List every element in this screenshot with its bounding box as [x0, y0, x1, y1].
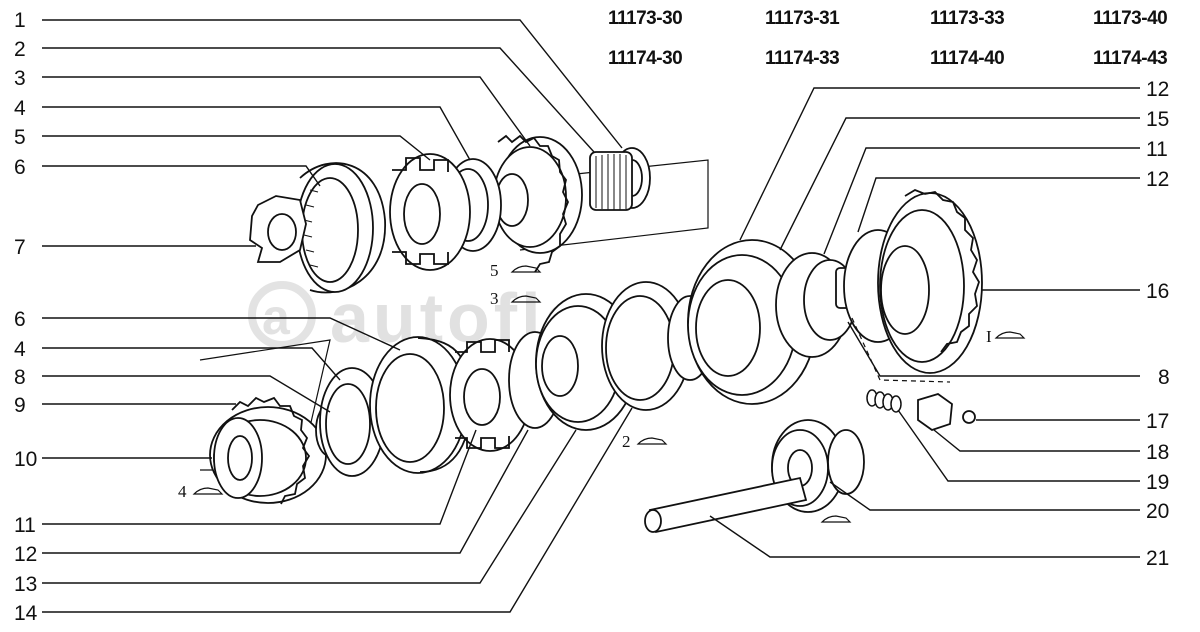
callouts-left: 1 2 3 4 5 6 7 6 4 8 9 10 11 12 13 14	[14, 9, 38, 625]
callout-label: 4	[14, 97, 26, 120]
model-number: 11174-40	[930, 48, 1005, 69]
model-number: 11174-43	[1093, 48, 1168, 69]
callout-label: 11	[1146, 138, 1168, 161]
callout-label: 10	[14, 448, 37, 471]
leader-lines-left	[42, 19, 633, 613]
model-number: 11173-40	[1093, 8, 1168, 29]
lower-shaft-assembly	[199, 188, 983, 534]
callout-label: 9	[14, 394, 26, 417]
callout-label: 8	[1158, 366, 1170, 389]
car-icon	[820, 515, 852, 523]
callout-label: 15	[1146, 108, 1169, 131]
callout-label: 16	[1146, 280, 1169, 303]
callouts-right: 12 15 11 12 16 8 17 18 19 20 21	[1146, 78, 1170, 570]
model-number: 11174-33	[765, 48, 840, 69]
callout-label: 21	[1146, 547, 1169, 570]
svg-text:a: a	[262, 289, 291, 345]
callout-label: 5	[14, 126, 26, 149]
view-marker: 4	[178, 482, 187, 501]
model-number: 11173-33	[930, 8, 1005, 29]
callout-label: 6	[14, 156, 26, 179]
view-marker: 3	[490, 289, 499, 308]
view-marker: 2	[622, 432, 631, 451]
view-marker: 5	[490, 261, 499, 280]
callout-label: 7	[14, 236, 26, 259]
model-numbers: 11173-30 11173-31 11173-33 11173-40 1117…	[560, 4, 1200, 74]
leader-lines-right	[709, 87, 1140, 558]
upper-shaft-assembly	[249, 134, 709, 294]
view-marker: I	[986, 327, 992, 346]
callout-label: 12	[1146, 168, 1169, 191]
callout-label: 1	[14, 9, 26, 32]
callout-label: 6	[14, 308, 26, 331]
model-number: 11174-30	[608, 48, 683, 69]
callout-label: 19	[1146, 471, 1169, 494]
callout-label: 14	[14, 602, 38, 625]
callout-label: 12	[14, 543, 37, 566]
model-number: 11173-30	[608, 8, 683, 29]
callout-label: 4	[14, 338, 26, 361]
callout-label: 11	[14, 514, 36, 537]
callout-label: 17	[1146, 410, 1169, 433]
callout-label: 20	[1146, 500, 1169, 523]
callout-label: 12	[1146, 78, 1169, 101]
callout-label: 13	[14, 573, 37, 596]
callout-label: 18	[1146, 441, 1169, 464]
callout-label: 3	[14, 67, 26, 90]
callout-label: 2	[14, 38, 26, 61]
callout-label: 8	[14, 366, 26, 389]
model-number: 11173-31	[765, 8, 840, 29]
view-markers: 5 3 4 2 I	[178, 261, 1026, 523]
